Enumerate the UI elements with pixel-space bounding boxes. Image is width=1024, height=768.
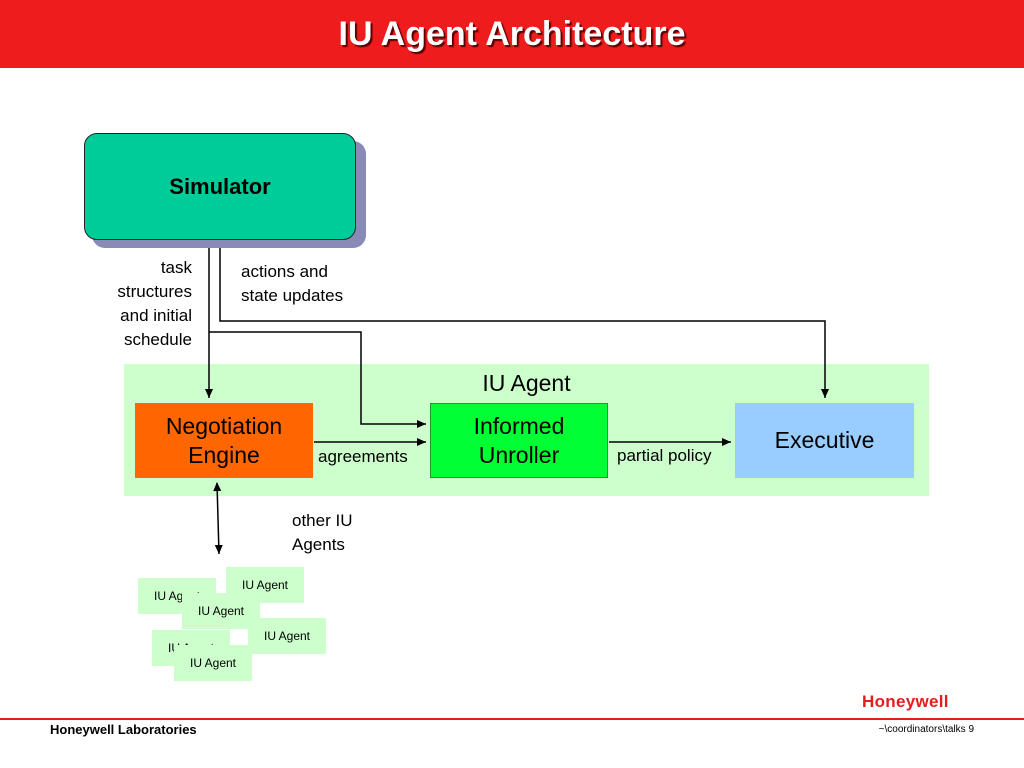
label-agreements: agreements (318, 447, 408, 466)
label-partial-policy: partial policy (617, 446, 712, 465)
simulator-node: Simulator (84, 133, 356, 240)
label-task-structures: task structures and initial schedule (117, 258, 192, 349)
slide-title: IU Agent Architecture (338, 14, 686, 53)
other-iu-agent-box: IU Agent (182, 593, 260, 629)
honeywell-logo: Honeywell (862, 692, 949, 711)
other-iu-agent-box: IU Agent (248, 618, 326, 654)
negotiation-engine-node: Negotiation Engine (135, 403, 313, 478)
arrow-negotiation-other-agents (213, 482, 223, 555)
label-actions-updates: actions and state updates (241, 262, 344, 305)
title-bar: IU Agent Architecture (0, 0, 1024, 68)
executive-node: Executive (735, 403, 914, 478)
arrow-simulator-to-unroller (209, 331, 426, 428)
label-other-agents: other IU Agents (292, 511, 353, 554)
informed-unroller-node: Informed Unroller (430, 403, 608, 478)
other-iu-agent-box: IU Agent (174, 645, 252, 681)
arrow-simulator-to-executive (219, 248, 829, 398)
footer-slide-path: ~\coordinators\talks 9 (878, 724, 974, 735)
footer-divider (0, 718, 1024, 720)
iu-agent-region-label: IU Agent (482, 370, 571, 396)
simulator-label: Simulator (169, 173, 271, 199)
footer-organization: Honeywell Laboratories (50, 722, 197, 737)
